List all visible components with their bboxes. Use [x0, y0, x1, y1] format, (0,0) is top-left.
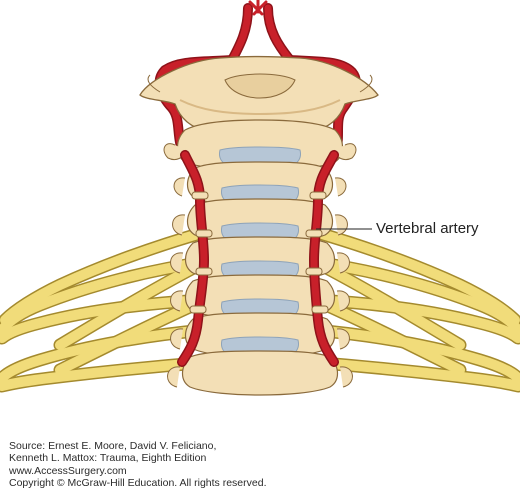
credit-line-source: Source: Ernest E. Moore, David V. Felici… [9, 440, 217, 452]
vertebral-artery-label: Vertebral artery [376, 220, 479, 237]
transverse-processes [189, 191, 329, 314]
credit-line-authors: Kenneth L. Mattox: Trauma, Eighth Editio… [9, 452, 207, 465]
atlas-occiput [139, 55, 379, 136]
credit-line-copyright: Copyright © McGraw-Hill Education. All r… [9, 477, 267, 490]
vertebral-artery-icon [177, 150, 339, 367]
credit-line-website: www.AccessSurgery.com [9, 464, 127, 477]
cervical-spine-illustration [0, 0, 520, 396]
source-credits: Source: Ernest E. Moore, David V. Felici… [9, 440, 267, 490]
anatomy-svg [0, 0, 520, 396]
